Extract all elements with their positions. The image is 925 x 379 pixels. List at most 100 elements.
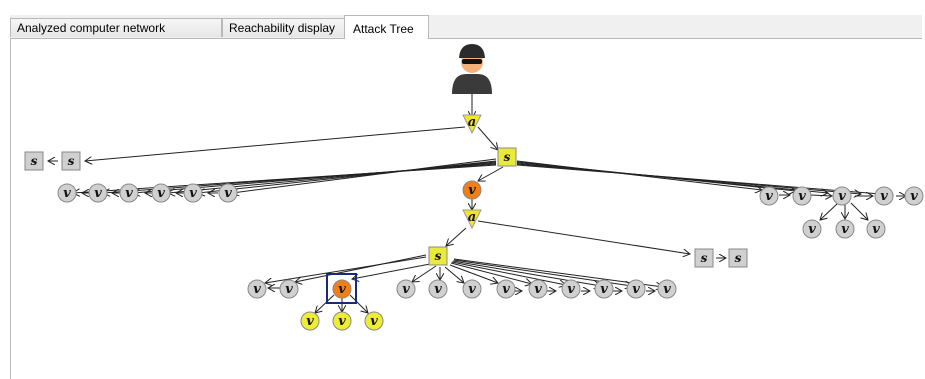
vulnerability-node-shape [759,186,779,206]
action-node-a1[interactable]: a [462,114,482,135]
vulnerability-node-shape [332,311,352,331]
vulnerability-label: v [338,282,346,297]
vulnerability-label: v [632,282,640,297]
hacker-hat [459,44,485,58]
vulnerability-node[interactable]: v [759,186,779,206]
state-node-s2[interactable]: s [428,246,448,266]
tree-edge [453,258,663,287]
vulnerability-node-shape [528,279,548,299]
vulnerability-label: v [798,189,806,204]
vulnerability-node[interactable]: v [119,183,139,203]
vulnerability-node[interactable]: v [832,186,852,206]
vulnerability-node[interactable]: v [428,279,448,299]
tree-edge [477,220,690,254]
vulnerability-label: v [370,314,378,329]
tree-edge [73,164,497,193]
vulnerability-node[interactable]: v [462,279,482,299]
attack-tree-panel [10,38,922,379]
vulnerability-node-shape [835,219,855,239]
vulnerability-node[interactable]: v [57,183,77,203]
vulnerability-node[interactable]: v [561,279,581,299]
tree-edge [810,195,832,196]
vulnerability-node-shape [657,279,677,299]
state-node-shape [497,147,517,167]
vulnerability-label: v [841,222,849,237]
tree-edge [478,166,504,181]
vulnerability-node-orange[interactable]: v [462,180,482,200]
vulnerability-node-yellow[interactable]: v [300,311,320,331]
action-node-shape [462,114,482,135]
tree-edge [232,158,497,193]
vulnerability-node[interactable]: v [835,219,855,239]
vulnerability-label: v [880,189,888,204]
vulnerability-node-yellow[interactable]: v [364,311,384,331]
tree-edge [477,126,498,150]
vulnerability-node[interactable]: v [396,279,416,299]
vulnerability-label: v [468,282,476,297]
tree-edge [451,261,566,285]
vulnerability-node[interactable]: v [183,183,203,203]
tab-reachability-display[interactable]: Reachability display [222,18,352,37]
tab-bar: Analyzed computer network Reachability d… [10,15,922,39]
vulnerability-node[interactable]: v [247,279,267,299]
vulnerability-node-shape [561,279,581,299]
vulnerability-label: v [468,183,476,198]
vulnerability-node-shape [802,219,822,239]
vulnerability-label: v [285,282,293,297]
vulnerability-node-shape [119,183,139,203]
vulnerability-node[interactable]: v [792,186,812,206]
vulnerability-node-shape [904,186,924,206]
vulnerability-label: v [600,282,608,297]
state-node[interactable]: s [61,151,81,171]
vulnerability-node[interactable]: v [802,219,822,239]
vulnerability-node[interactable]: v [528,279,548,299]
vulnerability-label: v [502,282,510,297]
vulnerability-node-selected[interactable]: v [332,279,352,299]
vulnerability-node[interactable]: v [866,219,886,239]
vulnerability-node[interactable]: v [496,279,516,299]
action-node-a2[interactable]: a [462,209,482,230]
state-node[interactable]: s [24,151,44,171]
vulnerability-node-shape [462,279,482,299]
vulnerability-label: v [338,314,346,329]
tree-edge [349,294,368,313]
vulnerability-node[interactable]: v [594,279,614,299]
hacker-icon[interactable] [452,44,492,94]
vulnerability-node-shape [57,183,77,203]
vulnerability-label: v [125,186,133,201]
state-node[interactable]: s [694,248,714,268]
vulnerability-label: v [910,189,918,204]
vulnerability-node[interactable]: v [218,183,238,203]
vulnerability-node-shape [626,279,646,299]
vulnerability-label: v [872,222,880,237]
vulnerability-node[interactable]: v [657,279,677,299]
vulnerability-node[interactable]: v [874,186,894,206]
hacker-glasses [462,59,482,64]
vulnerability-node-shape [151,183,171,203]
state-label: s [735,251,742,265]
vulnerability-node-shape [279,279,299,299]
vulnerability-node[interactable]: v [279,279,299,299]
vulnerability-node[interactable]: v [626,279,646,299]
state-label: s [68,154,75,168]
tree-edge [412,265,437,282]
vulnerability-node-shape [218,183,238,203]
tab-attack-tree[interactable]: Attack Tree [344,15,429,39]
tab-analyzed-computer-network[interactable]: Analyzed computer network [10,18,222,37]
vulnerability-label: v [434,282,442,297]
action-node-shape [462,209,482,230]
state-node-shape [24,151,44,171]
vulnerability-node-yellow[interactable]: v [332,311,352,331]
vulnerability-label: v [663,282,671,297]
vulnerability-label: v [94,186,102,201]
tree-edge [850,202,868,220]
vulnerability-node[interactable]: v [151,183,171,203]
state-node-s1[interactable]: s [497,147,517,167]
vulnerability-node[interactable]: v [88,183,108,203]
vulnerability-node[interactable]: v [904,186,924,206]
state-node[interactable]: s [728,248,748,268]
vulnerability-node-shape [364,311,384,331]
vulnerability-label: v [402,282,410,297]
tree-edge [315,294,335,313]
